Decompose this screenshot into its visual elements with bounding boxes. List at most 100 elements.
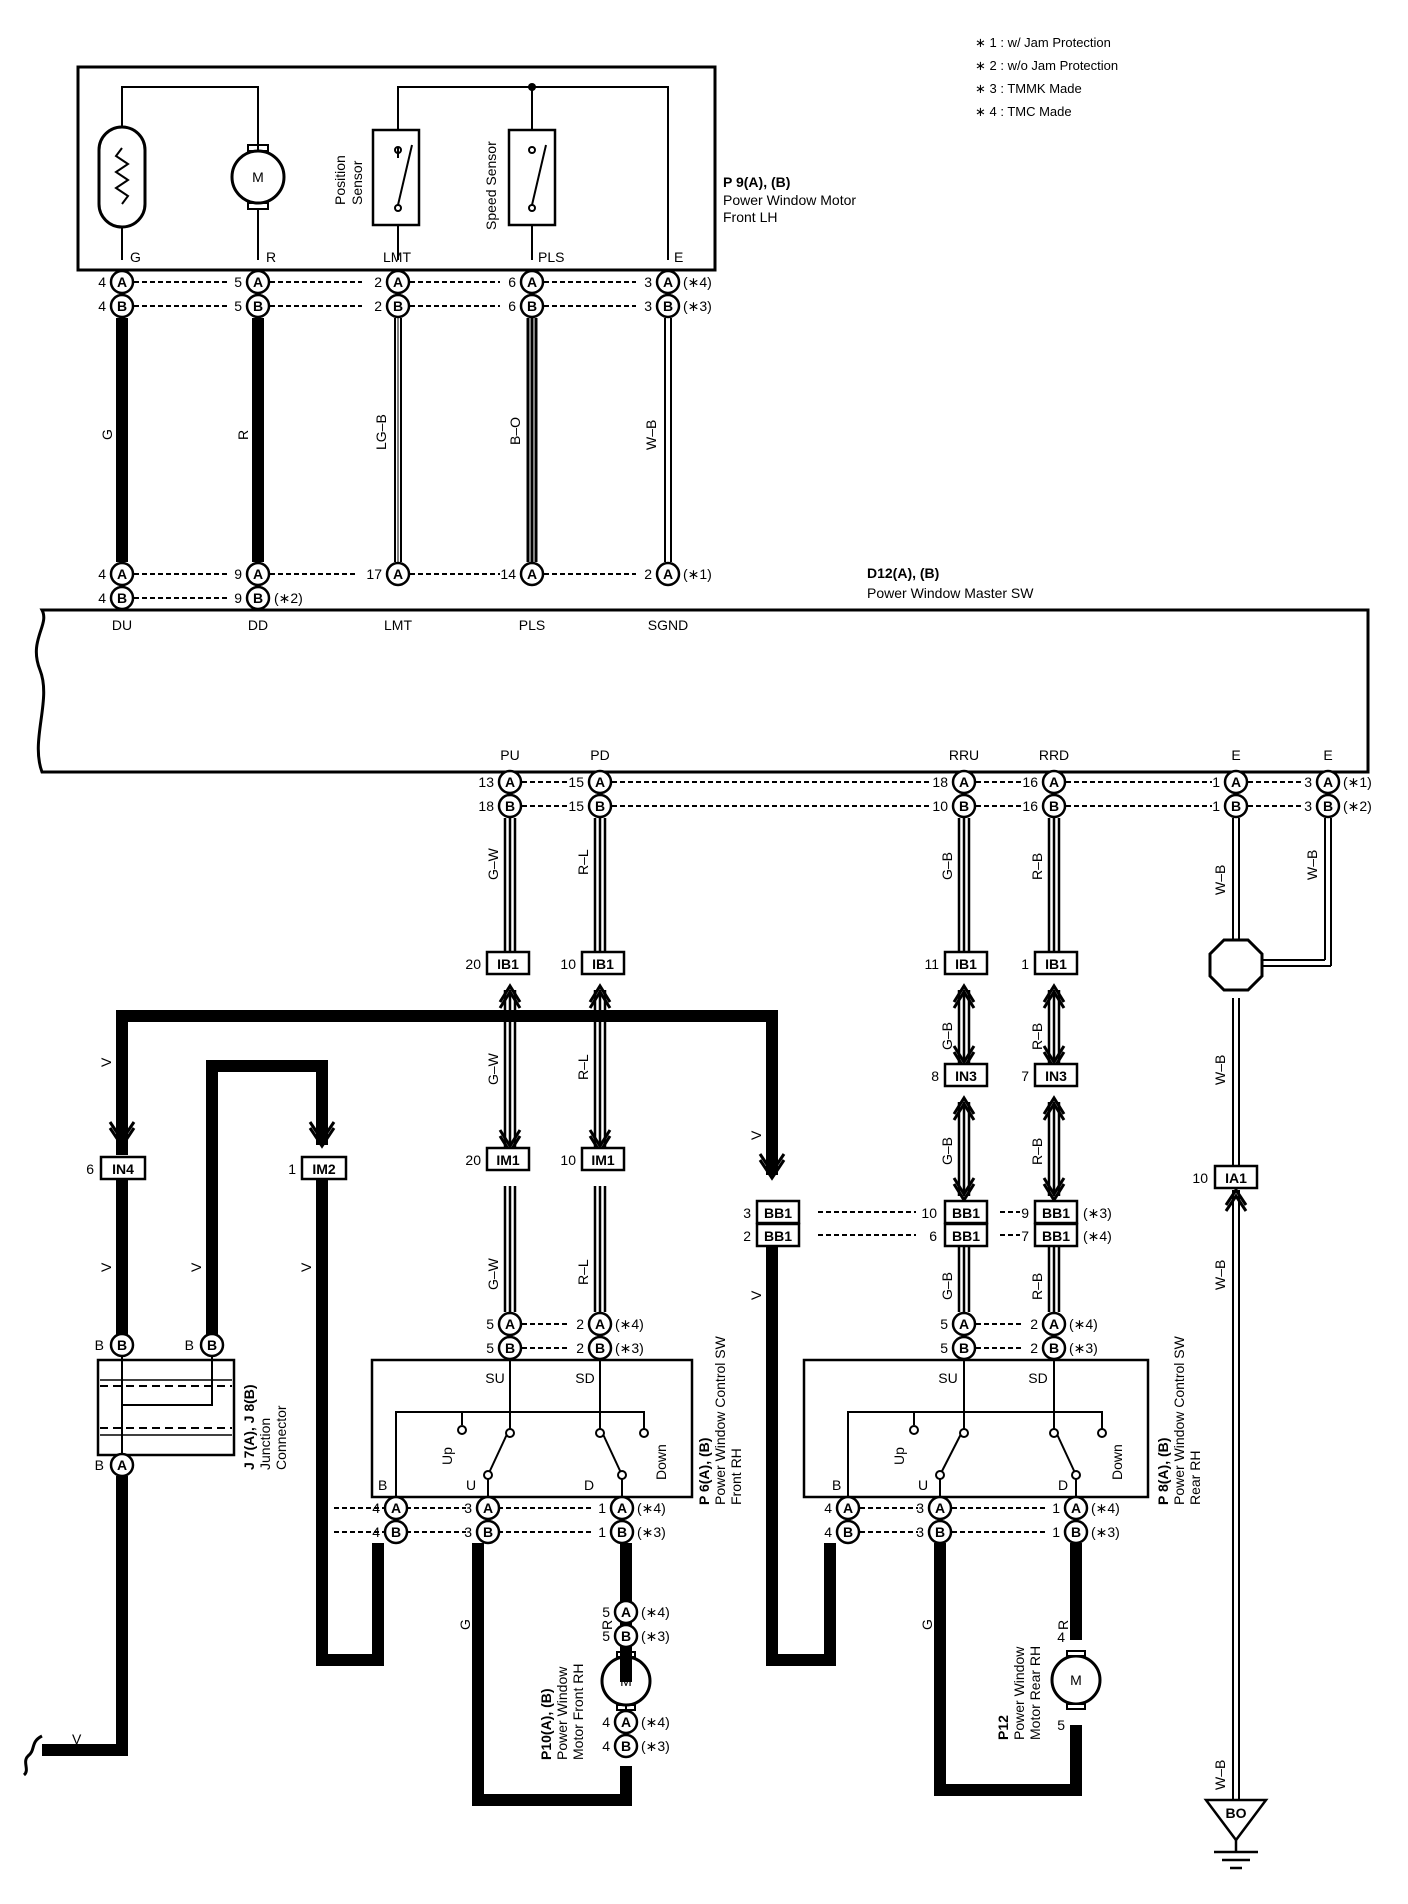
d12-term-e1: E bbox=[1231, 747, 1240, 763]
p6-b: B bbox=[483, 1524, 493, 1540]
note-1: ∗ 1 : w/ Jam Protection bbox=[975, 35, 1111, 50]
v-wire-arrows bbox=[108, 1121, 786, 1181]
wire-label-b-o: B–O bbox=[507, 417, 523, 445]
v-power-wires bbox=[42, 1010, 1082, 1806]
d12-b: B bbox=[1323, 798, 1333, 814]
wire-label-w-b: W–B bbox=[1212, 1055, 1228, 1085]
d12-term-sgnd: SGND bbox=[648, 617, 688, 633]
p8-term-sd: SD bbox=[1028, 1370, 1047, 1386]
wire-label-w-b: W–B bbox=[1212, 865, 1228, 895]
p9-b-e: B bbox=[663, 298, 673, 314]
pin: 5 bbox=[602, 1604, 610, 1620]
pin: 3 bbox=[644, 274, 652, 290]
pin: 20 bbox=[465, 956, 481, 972]
pin: 1 bbox=[1052, 1500, 1060, 1516]
ib1-label: IB1 bbox=[955, 956, 977, 972]
pin: 2 bbox=[1030, 1316, 1038, 1332]
im1-label: IM1 bbox=[496, 1152, 520, 1168]
d12-term-rru: RRU bbox=[949, 747, 979, 763]
p8-code: P 8(A), (B) bbox=[1155, 1438, 1171, 1505]
wire-label-g-b: G–B bbox=[939, 1137, 955, 1165]
pin: 4 bbox=[372, 1500, 380, 1516]
pin: 3 bbox=[1304, 798, 1312, 814]
mark: (∗4) bbox=[683, 274, 712, 290]
p9-a-g: A bbox=[117, 274, 127, 290]
p6-a: A bbox=[391, 1500, 401, 1516]
pin: 4 bbox=[372, 1524, 380, 1540]
p12-motor-rear-rh: M 4 5 P12 Power Window Motor Rear RH bbox=[995, 1629, 1102, 1740]
bb1-connectors: BB1 BB1 BB1 BB1 BB1 BB1 3 2 10 6 9 7 (∗3… bbox=[743, 1199, 1112, 1248]
bb1-label: BB1 bbox=[764, 1228, 792, 1244]
speed-sensor-label: Speed Sensor bbox=[483, 141, 499, 230]
d12-a: A bbox=[663, 566, 673, 582]
pin: 10 bbox=[1192, 1170, 1208, 1186]
p8-a: A bbox=[935, 1500, 945, 1516]
mark: (∗1) bbox=[683, 566, 712, 582]
ib1-label: IB1 bbox=[1045, 956, 1067, 972]
pin: 16 bbox=[1022, 774, 1038, 790]
p8-term-b: B bbox=[832, 1477, 841, 1493]
p8-down-label: Down bbox=[1109, 1444, 1125, 1480]
pin: 4 bbox=[98, 298, 106, 314]
pin: 10 bbox=[932, 798, 948, 814]
p8-b: B bbox=[1049, 1340, 1059, 1356]
mark: (∗3) bbox=[1069, 1340, 1098, 1356]
pin: 2 bbox=[644, 566, 652, 582]
pin: 10 bbox=[560, 956, 576, 972]
j7-code: J 7(A), J 8(B) bbox=[241, 1384, 257, 1470]
pin: 9 bbox=[1021, 1205, 1029, 1221]
pin: 6 bbox=[508, 274, 516, 290]
d12-b: B bbox=[117, 590, 127, 606]
pin: 1 bbox=[1052, 1524, 1060, 1540]
pin: 2 bbox=[576, 1340, 584, 1356]
p9-a-e: A bbox=[663, 274, 673, 290]
mark: (∗3) bbox=[1091, 1524, 1120, 1540]
pin: 4 bbox=[98, 566, 106, 582]
pin: 3 bbox=[916, 1500, 924, 1516]
pin: 2 bbox=[576, 1316, 584, 1332]
j8-b: B bbox=[117, 1337, 127, 1353]
wire-label-g-b: G–B bbox=[939, 1272, 955, 1300]
wire-label-v: V bbox=[98, 1262, 114, 1272]
mark: (∗3) bbox=[615, 1340, 644, 1356]
p8-b: B bbox=[1071, 1524, 1081, 1540]
p10-name-1: Power Window bbox=[554, 1666, 570, 1760]
motor-label: M bbox=[252, 169, 264, 185]
p9-a-lmt: A bbox=[393, 274, 403, 290]
p8-name-1: Power Window Control SW bbox=[1171, 1335, 1187, 1505]
d12-term-pls: PLS bbox=[519, 617, 545, 633]
pin: 1 bbox=[1021, 956, 1029, 972]
wire-label-g: G bbox=[919, 1619, 935, 1630]
pin: 15 bbox=[568, 774, 584, 790]
p10-motor-front-rh: M A B A B 5 5 4 4 (∗4) (∗3) (∗4) (∗3) P1… bbox=[538, 1543, 670, 1760]
p8-b: B bbox=[959, 1340, 969, 1356]
d12-a: A bbox=[959, 774, 969, 790]
wire-label-w-b: W–B bbox=[1212, 1760, 1228, 1790]
d12-a: A bbox=[393, 566, 403, 582]
d12-b: B bbox=[253, 590, 263, 606]
p9-name-2: Front LH bbox=[723, 209, 777, 225]
pin: 6 bbox=[86, 1161, 94, 1177]
j8-b: B bbox=[207, 1337, 217, 1353]
p8-b: B bbox=[843, 1524, 853, 1540]
pin: 18 bbox=[932, 774, 948, 790]
p6-b: B bbox=[391, 1524, 401, 1540]
p9-a-pls: A bbox=[527, 274, 537, 290]
mark: (∗3) bbox=[637, 1524, 666, 1540]
mark: (∗4) bbox=[637, 1500, 666, 1516]
p8-term-d: D bbox=[1058, 1477, 1068, 1493]
pin: 9 bbox=[234, 590, 242, 606]
im2-label: IM2 bbox=[312, 1161, 336, 1177]
pin: 5 bbox=[940, 1316, 948, 1332]
pin: 4 bbox=[602, 1738, 610, 1754]
pin: B bbox=[95, 1457, 104, 1473]
wire-label-v: V bbox=[748, 1290, 764, 1300]
pin: 6 bbox=[929, 1228, 937, 1244]
bb1-label: BB1 bbox=[952, 1205, 980, 1221]
mark: (∗3) bbox=[641, 1738, 670, 1754]
wire-label-v: V bbox=[188, 1262, 204, 1272]
mark: (∗4) bbox=[641, 1604, 670, 1620]
p12-name-1: Power Window bbox=[1011, 1646, 1027, 1740]
wire-label-g-w: G–W bbox=[485, 1052, 501, 1085]
pin: 5 bbox=[1057, 1717, 1065, 1733]
